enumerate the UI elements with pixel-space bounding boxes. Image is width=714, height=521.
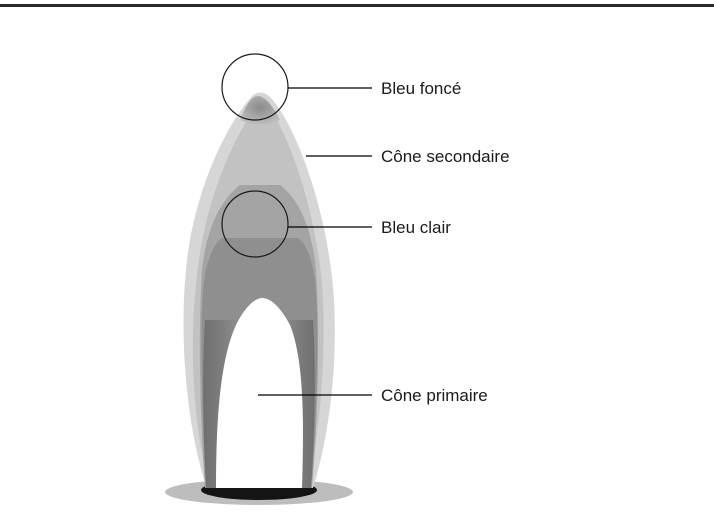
top-rule bbox=[0, 4, 714, 7]
primary-cone-label: Cône primaire bbox=[381, 386, 488, 405]
light-blue-label: Bleu clair bbox=[381, 218, 451, 237]
secondary-cone-label: Cône secondaire bbox=[381, 147, 510, 166]
dark-blue-label: Bleu foncé bbox=[381, 79, 461, 98]
